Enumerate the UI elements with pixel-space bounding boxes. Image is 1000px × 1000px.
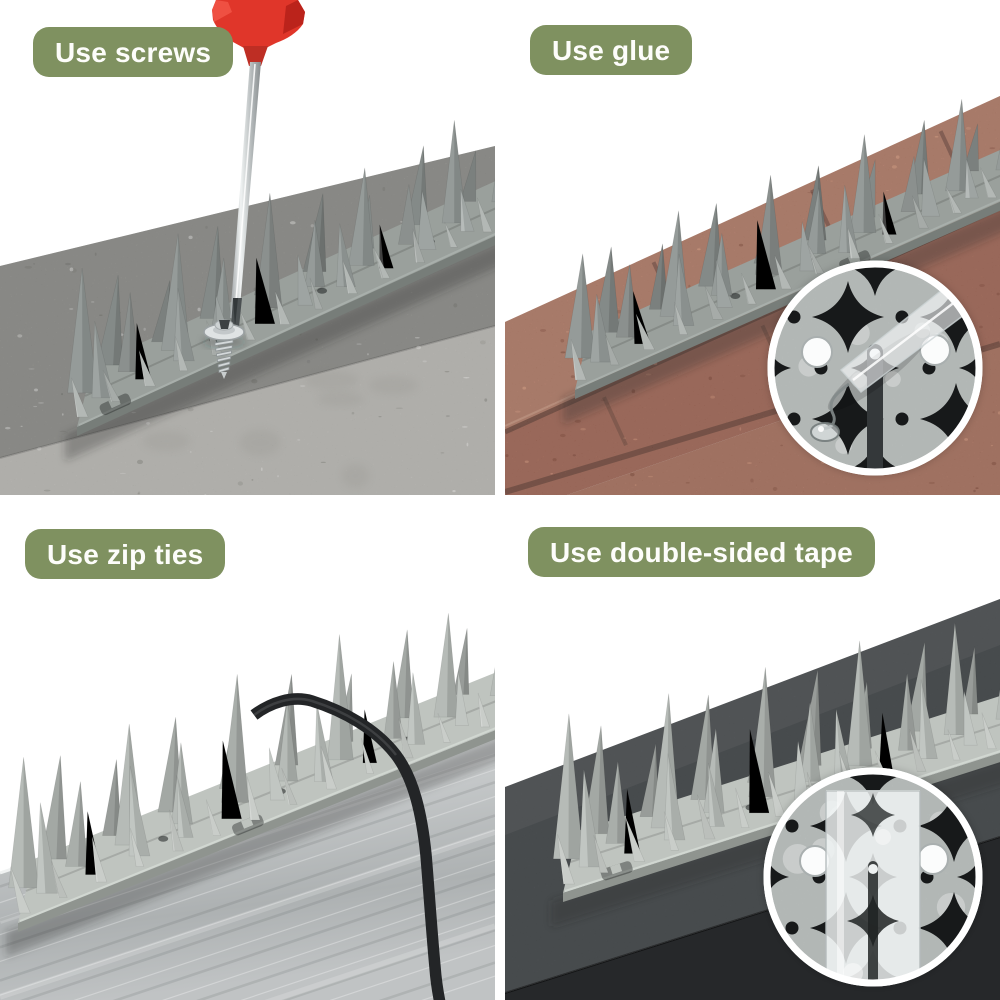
zip-tie — [250, 693, 446, 1000]
magnifier-inset-tape — [763, 767, 983, 987]
label-use-glue: Use glue — [530, 25, 693, 75]
label-use-screws: Use screws — [33, 27, 234, 77]
label-use-double-sided-tape: Use double-sided tape — [528, 527, 875, 577]
label-use-zip-ties: Use zip ties — [25, 529, 226, 579]
glue-nozzle-icon — [839, 264, 979, 394]
screwdriver — [212, 0, 305, 327]
spike-strip — [65, 120, 495, 461]
screw — [202, 319, 246, 379]
glue-drop-icon — [810, 382, 850, 442]
double-sided-tape-icon — [825, 790, 921, 983]
quadrant-bottom-left-scene — [0, 505, 495, 1000]
magnifier-inset-glue — [767, 260, 983, 476]
quadrant-bottom-right-scene — [505, 505, 1000, 1000]
quadrant-top-left-scene — [0, 0, 495, 495]
quadrant-top-right-scene — [505, 0, 1000, 495]
